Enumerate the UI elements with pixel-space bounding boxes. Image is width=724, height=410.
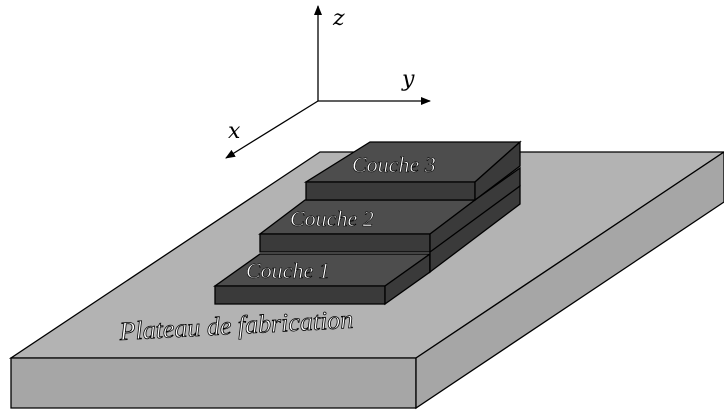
layer-3: Couche 3 bbox=[303, 140, 522, 202]
stack-right-face-lower bbox=[429, 184, 521, 274]
z-axis-label: z bbox=[332, 6, 345, 31]
layer-3-side bbox=[474, 140, 521, 202]
layer-3-label: Couche 3 bbox=[352, 152, 436, 177]
x-axis bbox=[225, 100, 319, 159]
layer-1-front bbox=[214, 285, 386, 305]
layer-2-front bbox=[259, 233, 431, 253]
layer-2-label: Couche 2 bbox=[290, 206, 374, 231]
build-plate-front bbox=[10, 357, 417, 409]
stack-right-face bbox=[429, 184, 521, 274]
build-plate-side bbox=[415, 151, 724, 410]
layer-1-label: Couche 1 bbox=[246, 258, 330, 283]
axes: z y x bbox=[225, 5, 431, 159]
layer-1: Couche 1 bbox=[212, 252, 433, 306]
y-axis-label: y bbox=[401, 67, 415, 92]
layer-3-front bbox=[305, 181, 476, 201]
x-axis-label: x bbox=[228, 119, 241, 144]
